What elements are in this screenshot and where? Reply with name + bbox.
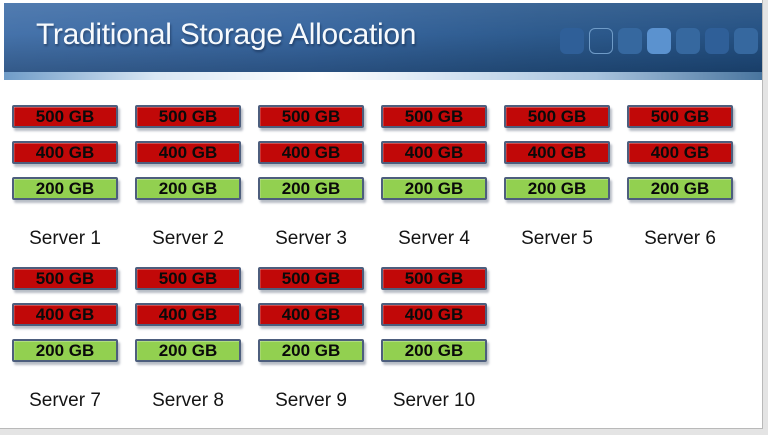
volume-bar-free: 200 GB bbox=[381, 177, 487, 200]
server-label: Server 4 bbox=[398, 228, 470, 249]
volume-bar-free: 200 GB bbox=[135, 339, 241, 362]
volume-bar-allocated: 500 GB bbox=[258, 105, 364, 128]
server-column: 500 GB 400 GB 200 GB Server 3 bbox=[258, 105, 364, 250]
decor-square-icon bbox=[705, 28, 729, 54]
decor-square-icon bbox=[589, 28, 613, 54]
volume-bar-allocated: 500 GB bbox=[258, 267, 364, 290]
volume-bar-allocated: 400 GB bbox=[627, 141, 733, 164]
volume-bar-allocated: 400 GB bbox=[381, 303, 487, 326]
server-column: 500 GB 400 GB 200 GB Server 8 bbox=[135, 267, 241, 412]
server-column: 500 GB 400 GB 200 GB Server 1 bbox=[12, 105, 118, 250]
server-column: 500 GB 400 GB 200 GB Server 10 bbox=[381, 267, 487, 412]
volume-bar-free: 200 GB bbox=[504, 177, 610, 200]
volume-bar-allocated: 400 GB bbox=[258, 303, 364, 326]
server-label: Server 5 bbox=[521, 228, 593, 249]
slide-header-banner: Traditional Storage Allocation bbox=[4, 3, 762, 80]
server-column: 500 GB 400 GB 200 GB Server 4 bbox=[381, 105, 487, 250]
volume-bar-allocated: 500 GB bbox=[135, 267, 241, 290]
decor-square-icon bbox=[676, 28, 700, 54]
volume-bar-free: 200 GB bbox=[258, 177, 364, 200]
server-label: Server 10 bbox=[392, 390, 476, 411]
server-label: Server 9 bbox=[275, 390, 347, 411]
volume-bar-allocated: 400 GB bbox=[12, 141, 118, 164]
volume-bar-allocated: 500 GB bbox=[381, 105, 487, 128]
header-decor-squares bbox=[560, 28, 758, 54]
server-label: Server 8 bbox=[152, 390, 224, 411]
volume-bar-free: 200 GB bbox=[12, 177, 118, 200]
volume-bar-allocated: 500 GB bbox=[504, 105, 610, 128]
volume-bar-free: 200 GB bbox=[258, 339, 364, 362]
volume-bar-free: 200 GB bbox=[12, 339, 118, 362]
volume-bar-allocated: 400 GB bbox=[381, 141, 487, 164]
server-column: 500 GB 400 GB 200 GB Server 5 bbox=[504, 105, 610, 250]
server-grid-row-1: 500 GB 400 GB 200 GB Server 1 500 GB 400 GB 20… bbox=[12, 105, 733, 250]
volume-bar-allocated: 400 GB bbox=[135, 303, 241, 326]
volume-bar-allocated: 400 GB bbox=[504, 141, 610, 164]
header-shine-strip bbox=[4, 72, 762, 80]
volume-bar-free: 200 GB bbox=[135, 177, 241, 200]
volume-bar-allocated: 500 GB bbox=[381, 267, 487, 290]
decor-square-icon bbox=[647, 28, 671, 54]
server-label: Server 3 bbox=[275, 228, 347, 249]
server-label: Server 1 bbox=[29, 228, 101, 249]
volume-bar-allocated: 400 GB bbox=[12, 303, 118, 326]
volume-bar-allocated: 500 GB bbox=[12, 267, 118, 290]
volume-bar-allocated: 500 GB bbox=[627, 105, 733, 128]
volume-bar-allocated: 500 GB bbox=[12, 105, 118, 128]
volume-bar-free: 200 GB bbox=[627, 177, 733, 200]
volume-bar-allocated: 400 GB bbox=[135, 141, 241, 164]
volume-bar-free: 200 GB bbox=[381, 339, 487, 362]
volume-bar-allocated: 500 GB bbox=[135, 105, 241, 128]
decor-square-icon bbox=[618, 28, 642, 54]
server-label: Server 2 bbox=[152, 228, 224, 249]
server-column: 500 GB 400 GB 200 GB Server 6 bbox=[627, 105, 733, 250]
server-column: 500 GB 400 GB 200 GB Server 2 bbox=[135, 105, 241, 250]
decor-square-icon bbox=[734, 28, 758, 54]
server-label: Server 7 bbox=[29, 390, 101, 411]
slide-title: Traditional Storage Allocation bbox=[36, 18, 417, 51]
server-grid-row-2: 500 GB 400 GB 200 GB Server 7 500 GB 400 GB 20… bbox=[12, 267, 487, 412]
slide-canvas: Traditional Storage Allocation 500 GB 400… bbox=[0, 0, 763, 429]
server-column: 500 GB 400 GB 200 GB Server 7 bbox=[12, 267, 118, 412]
server-column: 500 GB 400 GB 200 GB Server 9 bbox=[258, 267, 364, 412]
decor-square-icon bbox=[560, 28, 584, 54]
server-label: Server 6 bbox=[644, 228, 716, 249]
volume-bar-allocated: 400 GB bbox=[258, 141, 364, 164]
